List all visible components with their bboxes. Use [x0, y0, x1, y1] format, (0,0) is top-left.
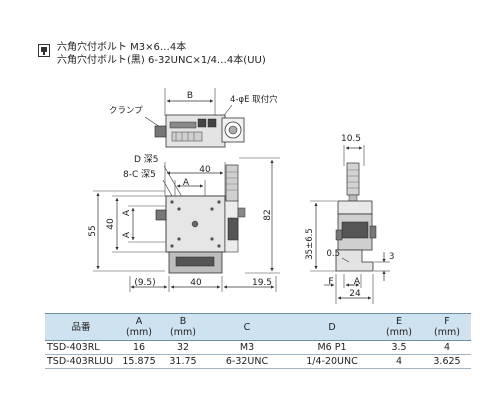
dim-a-left-2: A [122, 231, 132, 238]
cell-a: 16 [117, 340, 161, 355]
table-row: TSD-403RL 16 32 M3 M6 P1 3.5 4 [45, 340, 471, 355]
mounting-hole-label: 4-φE 取付穴 [230, 94, 278, 105]
clamp-knob [154, 125, 167, 138]
header-a: A (mm) [117, 313, 161, 341]
cell-c: 6-32UNC [205, 354, 289, 369]
label-c-depth: 8-C 深5 [123, 169, 156, 180]
dim-24: 24 [349, 289, 361, 299]
spec-table: 品番 A (mm) B (mm) C D E (mm) F (mm) TSD-4… [45, 313, 471, 369]
front-view: D 深5 8-C 深5 40 A 55 40 A A [88, 154, 280, 292]
dim-a-top: A [183, 178, 190, 188]
label-d-depth: D 深5 [134, 154, 159, 165]
spec-table-header: 品番 A (mm) B (mm) C D E (mm) F (mm) [45, 313, 471, 341]
table-row: TSD-403RLUU 15.875 31.75 6-32UNC 1/4-20U… [45, 354, 471, 369]
dim-19-5: 19.5 [252, 278, 272, 288]
header-f: F (mm) [423, 313, 471, 341]
dim-9-5: (9.5) [134, 278, 155, 288]
note-line-1: 六角穴付ボルト M3×6…4本 [57, 42, 187, 53]
cell-part: TSD-403RL [45, 340, 117, 355]
clamp-label: クランプ [109, 106, 143, 116]
dim-a-left: A [122, 209, 132, 216]
dim-35: 35±6.5 [305, 228, 315, 259]
header-d: D [289, 313, 375, 341]
cell-part: TSD-403RLUU [45, 354, 117, 369]
header-b: B (mm) [161, 313, 205, 341]
cell-f: 3.625 [423, 354, 471, 369]
cell-b: 32 [161, 340, 205, 355]
dim-40-bottom: 40 [190, 278, 202, 288]
bolt-box-icon [38, 44, 50, 57]
dim-f: F [328, 277, 333, 287]
dim-82: 82 [263, 209, 273, 220]
dim-a-side: A [354, 277, 361, 287]
dim-b-label: B [187, 91, 193, 101]
top-view: B 4-φE 取付穴 クランプ [109, 88, 278, 148]
dim-3: 3 [389, 252, 394, 262]
cell-d: M6 P1 [289, 340, 375, 355]
note-line-2: 六角穴付ボルト(黒) 6-32UNC×1/4…4本(UU) [57, 55, 266, 66]
dim-55: 55 [88, 225, 98, 236]
side-view: 10.5 35±6.5 0.5 3 [305, 134, 394, 304]
cell-c: M3 [205, 340, 289, 355]
header-part-number: 品番 [45, 313, 117, 341]
dim-40-left: 40 [106, 218, 116, 230]
dim-10-5: 10.5 [341, 134, 361, 144]
dim-40-top: 40 [199, 165, 211, 175]
cell-b: 31.75 [161, 354, 205, 369]
cell-e: 3.5 [375, 340, 423, 355]
cell-e: 4 [375, 354, 423, 369]
micrometer-thimble [225, 164, 239, 202]
dim-0-5: 0.5 [326, 249, 340, 259]
cell-a: 15.875 [117, 354, 161, 369]
cell-f: 4 [423, 340, 471, 355]
header-e: E (mm) [375, 313, 423, 341]
cell-d: 1/4-20UNC [289, 354, 375, 369]
header-c: C [205, 313, 289, 341]
